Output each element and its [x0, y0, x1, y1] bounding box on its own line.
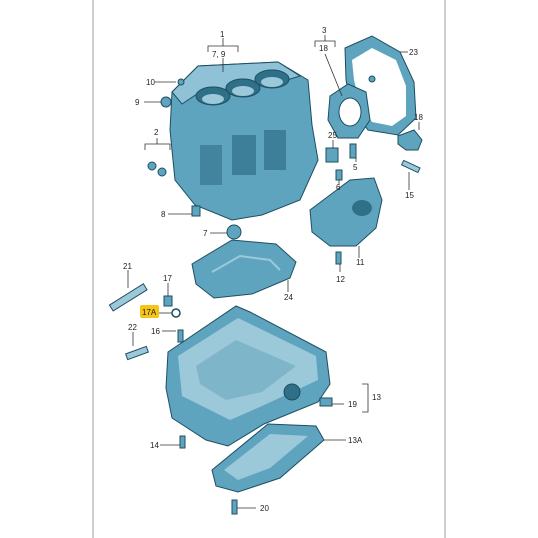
- dowel-8[interactable]: [191, 205, 201, 217]
- leader-lines: [127, 35, 420, 509]
- label-22: 22: [128, 323, 137, 332]
- label-12: 12: [336, 275, 345, 284]
- right-frame-line: [444, 0, 446, 538]
- label-21: 21: [123, 262, 132, 271]
- sender-18b[interactable]: [397, 129, 423, 151]
- bolt-12[interactable]: [335, 251, 342, 265]
- seal-25[interactable]: [325, 147, 339, 163]
- pin-6[interactable]: [335, 169, 343, 181]
- label-3: 3: [322, 26, 327, 35]
- highlight-17a: [140, 305, 159, 318]
- plug-9[interactable]: [160, 96, 172, 108]
- plug-19[interactable]: [319, 397, 333, 407]
- label-11: 11: [356, 258, 365, 267]
- label-17a: 17A: [142, 308, 157, 317]
- label-9: 9: [135, 98, 140, 107]
- oil-pan-port: [283, 383, 301, 401]
- bolt-14[interactable]: [179, 435, 186, 449]
- bolt-16[interactable]: [177, 329, 184, 343]
- label-1: 1: [220, 30, 225, 39]
- label-5: 5: [353, 163, 358, 172]
- label-20: 20: [260, 504, 269, 513]
- label-25: 25: [328, 131, 337, 140]
- label-14: 14: [150, 441, 159, 450]
- label-7: 7: [203, 229, 208, 238]
- label-10: 10: [146, 78, 155, 87]
- pipe-21[interactable]: [108, 283, 148, 312]
- engine-block[interactable]: [169, 61, 319, 221]
- cover-11[interactable]: [309, 177, 383, 247]
- left-frame-line: [92, 0, 94, 538]
- label-19: 19: [348, 400, 357, 409]
- label-8: 8: [161, 210, 166, 219]
- label-23: 23: [409, 48, 418, 57]
- screw-18a[interactable]: [368, 75, 376, 83]
- plug-7[interactable]: [226, 224, 242, 240]
- pin-15[interactable]: [400, 159, 421, 174]
- label-18-top: 18: [319, 44, 328, 53]
- plug-17[interactable]: [163, 295, 173, 307]
- label-16: 16: [151, 327, 160, 336]
- label-7-9: 7, 9: [212, 50, 226, 59]
- label-15: 15: [405, 191, 414, 200]
- pin-22[interactable]: [124, 345, 150, 361]
- label-17: 17: [163, 274, 172, 283]
- bolt-20[interactable]: [231, 499, 238, 515]
- label-13a: 13A: [348, 436, 363, 445]
- seal-ring-17a[interactable]: [171, 308, 181, 318]
- pin-5[interactable]: [349, 143, 357, 159]
- label-18-right: 18: [414, 113, 423, 122]
- label-2: 2: [154, 128, 159, 137]
- baffle-24[interactable]: [191, 239, 297, 299]
- plugs-2[interactable]: [147, 161, 167, 177]
- label-6: 6: [336, 183, 341, 192]
- plug-10[interactable]: [177, 78, 185, 86]
- label-24: 24: [284, 293, 293, 302]
- label-13: 13: [372, 393, 381, 402]
